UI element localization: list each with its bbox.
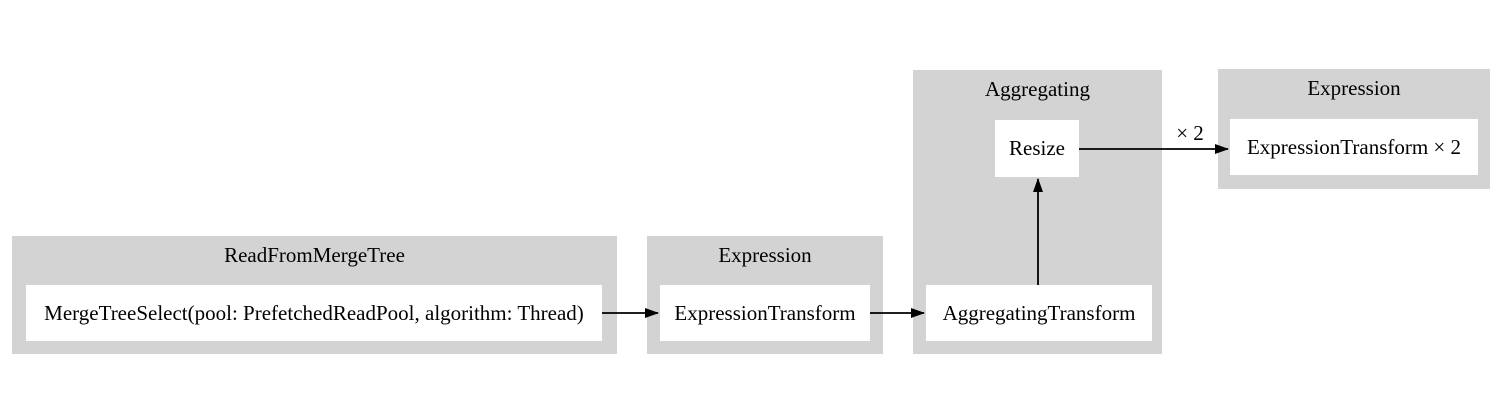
node-aggregatingtransform: AggregatingTransform bbox=[926, 285, 1152, 341]
node-expressiontransform-1: ExpressionTransform bbox=[660, 285, 870, 341]
node-mergetreeselect: MergeTreeSelect(pool: PrefetchedReadPool… bbox=[26, 285, 602, 341]
cluster-expression-1-title: Expression bbox=[718, 243, 812, 267]
node-resize: Resize bbox=[995, 120, 1079, 177]
node-expressiontransform-2: ExpressionTransform × 2 bbox=[1230, 119, 1478, 175]
cluster-readfrommergetree-title: ReadFromMergeTree bbox=[224, 243, 405, 267]
edge-multiplier-label: × 2 bbox=[1176, 121, 1204, 145]
cluster-aggregating-title: Aggregating bbox=[985, 77, 1090, 101]
cluster-expression-2-title: Expression bbox=[1307, 76, 1401, 100]
